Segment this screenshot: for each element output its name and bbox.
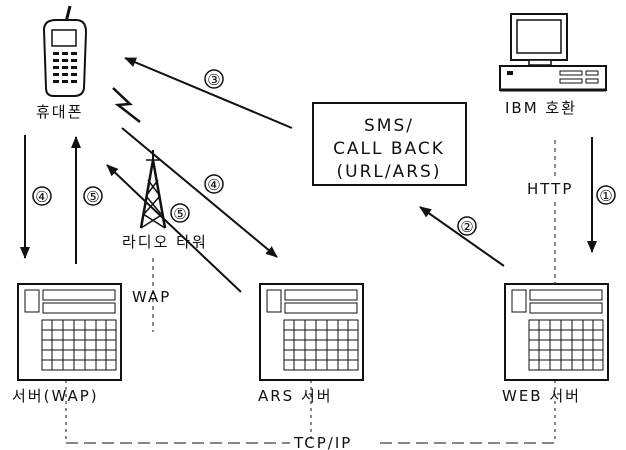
step-1-label: ①: [599, 187, 612, 205]
sms-box-line3: (URL/ARS): [337, 162, 442, 182]
step-4b-label: ④: [207, 176, 220, 194]
phone-label: 휴대폰: [36, 103, 83, 121]
sms-box-line1: SMS/: [364, 116, 414, 136]
pc-label: IBM 호환: [505, 99, 577, 117]
wap-server-icon: [18, 284, 121, 380]
step-3-label: ③: [207, 71, 220, 89]
step-2-label: ②: [460, 218, 473, 236]
wap-server-label: 서버(WAP): [12, 387, 99, 405]
lightning-icon: [113, 88, 140, 122]
arrow-sms-to-phone: [125, 58, 292, 128]
ars-server-label: ARS 서버: [258, 387, 333, 405]
pc-icon: [500, 14, 606, 90]
web-server-label: WEB 서버: [502, 387, 581, 405]
step-5a-label: ⑤: [86, 188, 99, 206]
step-5b-label: ⑤: [173, 205, 186, 223]
http-label: HTTP: [527, 180, 573, 198]
arrow-web-server-to-sms: [420, 207, 504, 266]
step-4a-label: ④: [35, 188, 48, 206]
web-server-icon: [505, 284, 608, 380]
wap-label: WAP: [132, 288, 171, 306]
ars-server-icon: [260, 284, 363, 380]
phone-icon: [44, 6, 86, 96]
sms-box-line2: CALL BACK: [333, 139, 445, 159]
tcpip-label: TCP/IP: [293, 434, 352, 450]
